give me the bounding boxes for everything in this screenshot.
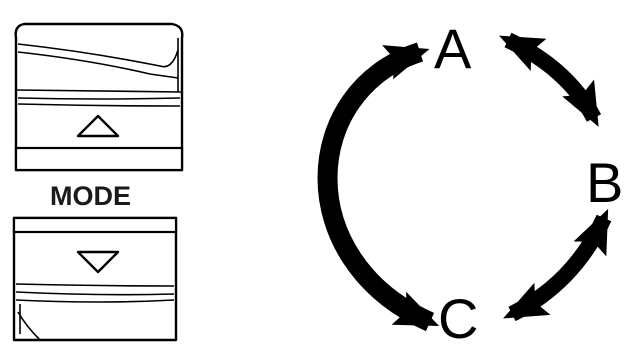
mode-label: MODE [50,181,131,211]
triangle-down-icon [76,250,120,274]
arrow-b-c [503,208,612,322]
node-label-c: C [438,287,478,344]
cycle-arrows [317,32,612,332]
mode-down-button[interactable] [12,216,178,342]
node-label-a: A [434,17,472,80]
node-label-b: B [586,151,623,214]
arrow-a-c [317,42,440,332]
triangle-up-icon [76,114,120,138]
arrow-a-b [499,32,602,127]
mode-up-button[interactable] [14,22,184,172]
